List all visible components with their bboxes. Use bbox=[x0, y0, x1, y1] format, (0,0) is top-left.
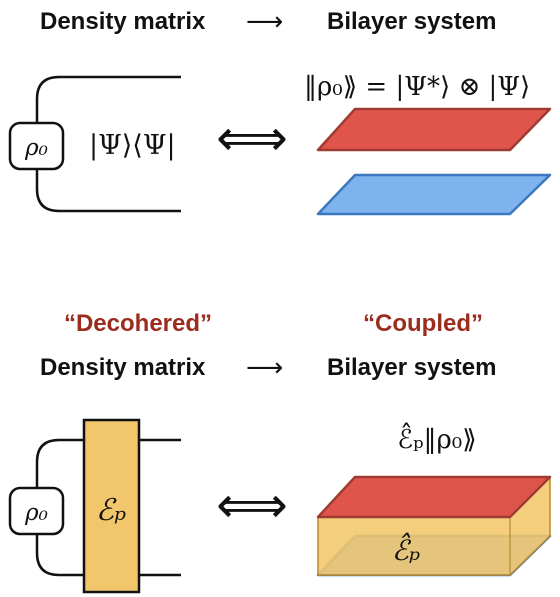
bottom-lower-wire bbox=[35, 534, 181, 577]
bottom-upper-wire bbox=[35, 438, 181, 488]
decohered-label: “Decohered” bbox=[64, 310, 212, 337]
top-state-label: |Ψ⟩⟨Ψ| bbox=[89, 130, 176, 161]
coupled-label: “Coupled” bbox=[363, 310, 483, 337]
top-arrow: ⟶ bbox=[246, 7, 283, 37]
top-blue-layer bbox=[316, 173, 552, 216]
bottom-red-layer bbox=[316, 475, 552, 519]
bottom-equivalence-arrow: ⟺ bbox=[216, 476, 288, 534]
bottom-rho-label: ρ₀ bbox=[24, 500, 48, 526]
channel-box bbox=[82, 418, 141, 594]
top-left-heading: Density matrix bbox=[40, 8, 206, 35]
top-rho-box bbox=[8, 121, 65, 171]
top-rho-label: ρ₀ bbox=[24, 135, 48, 161]
layer-channel-label: ℰ̂ₚ bbox=[392, 532, 420, 567]
top-red-layer bbox=[316, 107, 552, 152]
top-right-heading: Bilayer system bbox=[327, 8, 496, 35]
bottom-formula: ℰ̂ₚ‖ρ₀⟫ bbox=[397, 422, 476, 455]
top-formula: ‖ρ₀⟫ = |Ψ*⟩ ⊗ |Ψ⟩ bbox=[304, 72, 530, 102]
channel-label: ℰₚ bbox=[96, 493, 126, 528]
bottom-arrow: ⟶ bbox=[246, 353, 283, 383]
top-upper-wire bbox=[35, 75, 181, 123]
top-lower-wire bbox=[35, 169, 181, 213]
top-equivalence-arrow: ⟺ bbox=[216, 109, 288, 167]
bottom-left-heading: Density matrix bbox=[40, 354, 206, 381]
bottom-right-heading: Bilayer system bbox=[327, 354, 496, 381]
bottom-rho-box bbox=[8, 486, 65, 536]
